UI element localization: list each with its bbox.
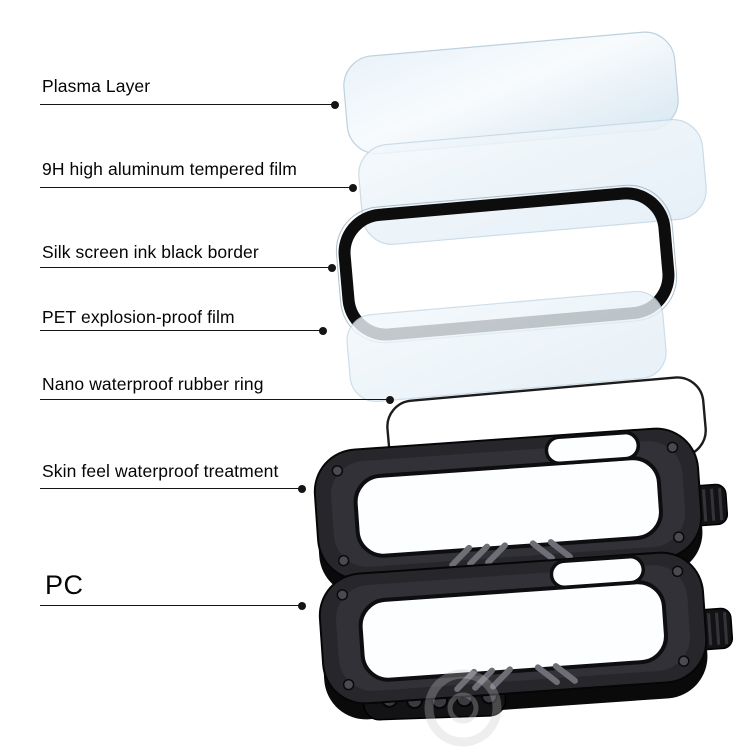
leader-rubber-ring — [40, 395, 394, 404]
label-pc-material: PC — [45, 570, 84, 600]
leader-tempered-film — [40, 183, 357, 192]
pc-case — [317, 548, 737, 728]
label-plasma-layer: Plasma Layer — [42, 76, 151, 96]
leader-pet-film — [40, 326, 327, 335]
leader-waterproof-treatment — [40, 484, 306, 493]
label-ink-black-border: Silk screen ink black border — [42, 242, 259, 262]
leader-plasma-layer — [40, 100, 339, 109]
watermark — [424, 669, 502, 747]
label-pet-film: PET explosion-proof film — [42, 307, 235, 327]
leader-pc-material — [40, 601, 306, 610]
pet-film-layer — [346, 290, 667, 403]
label-tempered-film: 9H high aluminum tempered film — [42, 159, 297, 179]
leader-ink-black-border — [40, 263, 336, 272]
label-rubber-ring: Nano waterproof rubber ring — [42, 374, 264, 394]
label-waterproof-treatment: Skin feel waterproof treatment — [42, 461, 279, 481]
